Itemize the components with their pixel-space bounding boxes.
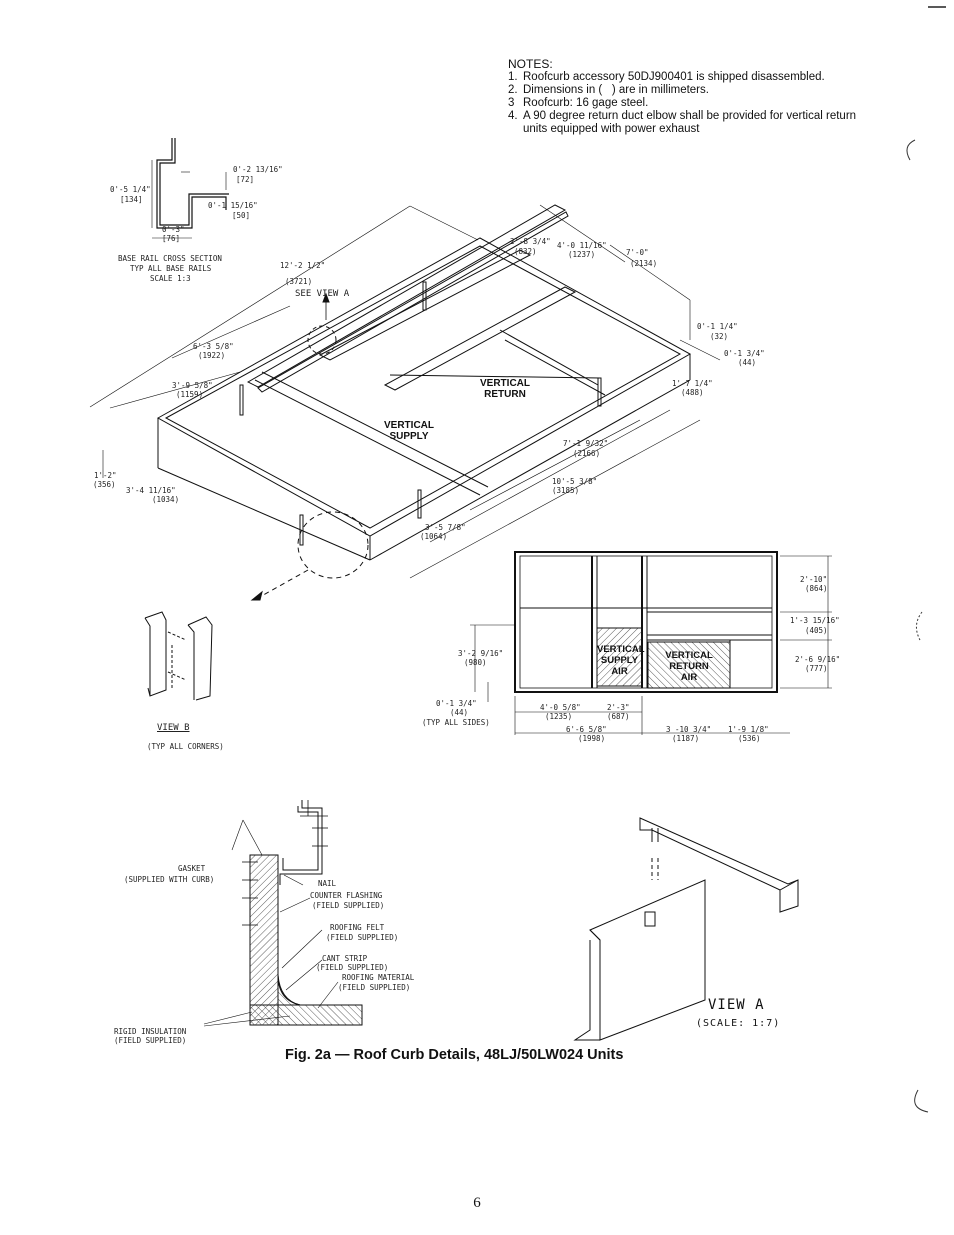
view-a-title: VIEW A <box>708 997 765 1013</box>
notes-heading: NOTES: <box>508 57 553 71</box>
roofing-material-label: ROOFING MATERIAL <box>342 973 415 982</box>
dim-label-mm: (1922) <box>198 351 226 360</box>
counter-flashing-note: (FIELD SUPPLIED) <box>312 901 385 910</box>
roofing-material-note: (FIELD SUPPLIED) <box>338 983 411 992</box>
dim-label-mm: (3185) <box>552 486 580 495</box>
dim-label: 0'-2 13/16" <box>233 165 283 174</box>
dim-label-mm: [76] <box>162 234 181 243</box>
dim-label: 0'-1 15/16" <box>208 201 258 210</box>
note-item: 2.Dimensions in ( ) are in millimeters. <box>508 84 709 96</box>
see-view-a-label: SEE VIEW A <box>295 289 350 299</box>
dim-label: 3 -10 3/4" <box>666 725 712 734</box>
cant-strip-label: CANT STRIP <box>322 954 368 963</box>
dim-label-mm: (1998) <box>578 734 606 743</box>
note-item: 4.A 90 degree return duct elbow shall be… <box>508 110 857 135</box>
dim-label-mm: (44) <box>450 708 469 717</box>
vertical-return-label: VERTICAL RETURN <box>480 378 530 400</box>
margin-marks <box>906 139 929 1113</box>
dim-note: (TYP ALL SIDES) <box>422 718 490 727</box>
dim-label-mm: (1034) <box>152 495 180 504</box>
base-rail-section <box>151 138 229 239</box>
vertical-supply-label: VERTICAL SUPPLY <box>384 420 434 442</box>
dim-label: 12'-2 1/2" <box>280 261 326 270</box>
dim-label: 3'-9 5/8" <box>172 381 213 390</box>
dim-label: 3'-4 11/16" <box>126 486 176 495</box>
dim-label-mm: (405) <box>805 626 828 635</box>
dim-label: 6'-6 5/8" <box>566 725 607 734</box>
notes-list: 1.Roofcurb accessory 50DJ900401 is shipp… <box>508 71 878 136</box>
dim-label-mm: (687) <box>607 712 630 721</box>
dim-label: 1'-9 1/8" <box>728 725 769 734</box>
counter-flashing-label: COUNTER FLASHING <box>310 891 383 900</box>
dim-label: 0'-1 3/4" <box>436 699 477 708</box>
dim-label-mm: [72] <box>236 175 255 184</box>
dim-label-mm: (1064) <box>420 532 448 541</box>
dim-label-mm: (488) <box>681 388 704 397</box>
dim-label-mm: (980) <box>464 658 487 667</box>
dim-label-mm: (1235) <box>545 712 573 721</box>
flashing-detail <box>203 800 363 1027</box>
dim-label: 6'-3 5/8" <box>193 342 234 351</box>
isometric-curb <box>89 204 721 601</box>
dim-label: 1'-2" <box>94 471 117 480</box>
dim-label-mm: (1187) <box>672 734 700 743</box>
gasket-note: (SUPPLIED WITH CURB) <box>124 875 215 884</box>
dim-label-mm: (536) <box>738 734 761 743</box>
nail-label: NAIL <box>318 879 337 888</box>
base-rail-scale: SCALE 1:3 <box>150 274 191 283</box>
base-rail-title: BASE RAIL CROSS SECTION <box>118 254 222 263</box>
page-number: 6 <box>473 1195 481 1211</box>
dim-label-mm: (1159) <box>176 390 204 399</box>
gasket-label: GASKET <box>178 864 206 873</box>
view-a-scale: (SCALE: 1:7) <box>696 1018 781 1029</box>
figure-caption: Fig. 2a — Roof Curb Details, 48LJ/50LW02… <box>285 1047 624 1063</box>
dim-label: 7'-0" <box>626 248 649 257</box>
dim-label: 1'-3 15/16" <box>790 616 840 625</box>
rigid-insulation-label: RIGID INSULATION <box>114 1027 187 1036</box>
dim-label: 4'-0 11/16" <box>557 241 607 250</box>
plan-view <box>470 551 832 735</box>
rigid-insulation-note: (FIELD SUPPLIED) <box>114 1036 187 1045</box>
roofing-felt-label: ROOFING FELT <box>330 923 385 932</box>
dim-label-mm: (864) <box>805 584 828 593</box>
dim-label: 2'-10" <box>800 575 828 584</box>
dim-label: 0'-3" <box>162 225 185 234</box>
base-rail-subtitle: TYP ALL BASE RAILS <box>130 264 212 273</box>
dim-label-mm: (2134) <box>630 259 658 268</box>
view-b-title: VIEW B <box>157 723 190 733</box>
dim-label: 4'-0 5/8" <box>540 703 581 712</box>
dim-label-mm: (777) <box>805 664 828 673</box>
dim-label: 2'-6 9/16" <box>795 655 841 664</box>
dim-label-mm: (44) <box>738 358 757 367</box>
view-a-drawing <box>573 817 799 1041</box>
dim-label: 3'-2 9/16" <box>458 649 504 658</box>
dim-label-mm: (832) <box>514 247 537 256</box>
dim-label-mm: (3721) <box>285 277 313 286</box>
dim-label: 10'-5 3/8" <box>552 477 598 486</box>
dim-label-mm: (2166) <box>573 449 601 458</box>
dim-label-mm: [50] <box>232 211 251 220</box>
dim-label: 0'-1 3/4" <box>724 349 765 358</box>
dim-label-mm: (356) <box>93 480 116 489</box>
view-b-subtitle: (TYP ALL CORNERS) <box>147 742 224 751</box>
dim-label-mm: (1237) <box>568 250 596 259</box>
view-b-drawing <box>144 611 213 701</box>
dim-label: 1'-7 1/4" <box>672 379 713 388</box>
dim-label: 0'-5 1/4" <box>110 185 151 194</box>
dim-label: 0'-1 1/4" <box>697 322 738 331</box>
dim-label-mm: (32) <box>710 332 729 341</box>
dim-label: 3'-5 7/8" <box>425 523 466 532</box>
roofing-felt-note: (FIELD SUPPLIED) <box>326 933 399 942</box>
note-item: 1.Roofcurb accessory 50DJ900401 is shipp… <box>508 71 825 83</box>
dim-label: 7'-1 9/32" <box>563 439 609 448</box>
dim-label-mm: [134] <box>120 195 143 204</box>
notes-block: NOTES: 1.Roofcurb accessory 50DJ900401 i… <box>508 58 878 136</box>
dim-label: 2'-3" <box>607 703 630 712</box>
cant-strip-note: (FIELD SUPPLIED) <box>316 963 389 972</box>
dim-label: 2'-8 3/4" <box>510 237 551 246</box>
